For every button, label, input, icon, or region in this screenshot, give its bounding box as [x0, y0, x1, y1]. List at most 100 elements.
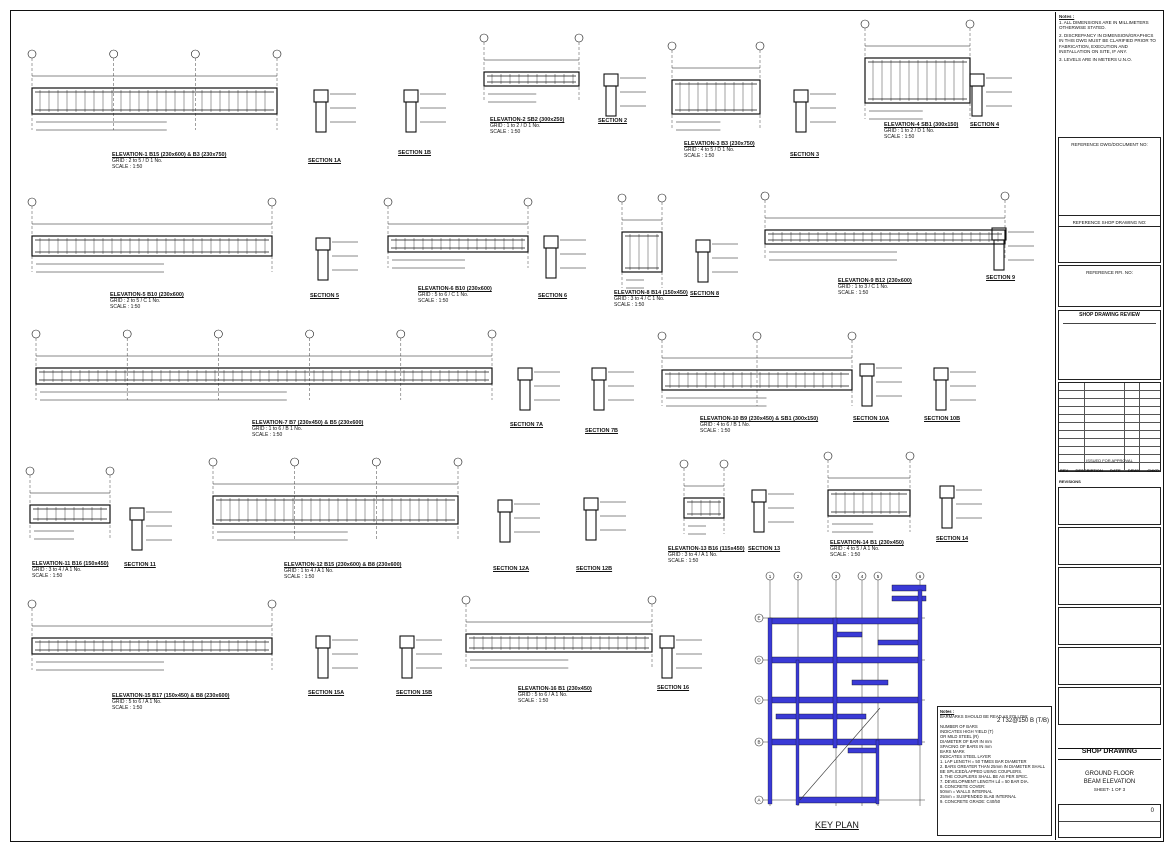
ref-rfi-label: REFERENCE RFI. NO: [1086, 270, 1133, 275]
key-plan-grid-bubble [857, 571, 867, 581]
elevation-label: ELEVATION-12 B15 (230x600) & B8 (230x600… [284, 562, 402, 580]
grid-bubble [290, 457, 299, 467]
key-plan-beam [797, 796, 879, 804]
section-web [861, 375, 873, 407]
key-plan-beam [769, 738, 921, 746]
section-label: SECTION 1B [398, 150, 432, 156]
elevation-title: ELEVATION-1 B15 (230x600) & B3 (230x750) [112, 152, 227, 158]
grid-bubble [27, 197, 37, 207]
section-label: SECTION 10B [924, 416, 961, 422]
grid-bubble [396, 329, 406, 339]
beam-outline [35, 367, 493, 385]
rev-header: DESCRIPTION [1075, 468, 1103, 473]
elevation-grid: GRID : 1 to 6 / B 1 No. [252, 426, 303, 432]
grid-bubble [305, 329, 314, 339]
elevation-grid: GRID : 3 to 4 / A 1 No. [32, 567, 82, 573]
section-flange [129, 507, 145, 521]
key-plan-grid-number: 3 [835, 574, 838, 579]
elevation-grid: GRID : 1 to 3 / C 1 No. [838, 284, 889, 290]
elevation-title: ELEVATION-9 B12 (230x600) [838, 278, 912, 284]
ref-rfi-box: REFERENCE RFI. NO: [1058, 265, 1161, 307]
beam-outline [29, 504, 111, 524]
section-flange [751, 489, 767, 503]
grid-bubble [647, 595, 657, 605]
drawing-title: GROUND FLOOR BEAM ELEVATION SHEET- 1 OF … [1058, 770, 1161, 794]
section-web [131, 519, 143, 551]
grid-bubble [1000, 191, 1010, 201]
rev-headers: REV DESCRIPTION DATE DRWN CHKD [1060, 468, 1159, 474]
elevation-grid: GRID : 4 to 5 / D 1 No. [684, 147, 735, 153]
drawing-frame [10, 10, 1164, 842]
elevation-label: ELEVATION-2 SB2 (300x250)GRID : 1 to 2 /… [490, 117, 564, 135]
legend-example: 2 T32@150 B (T/B) [996, 718, 1049, 724]
elevation-label: ELEVATION-4 SB1 (300x150)GRID : 1 to 2 /… [884, 122, 958, 140]
legend-line: BARMARKS SHOULD BE READ AS FOLLOW: [940, 714, 1029, 719]
section-flange [543, 235, 559, 249]
elevation-label: ELEVATION-13 B16 (115x450)GRID : 3 to 4 … [668, 546, 745, 564]
key-plan-grid-number: 2 [797, 574, 800, 579]
grid-bubble [487, 329, 497, 339]
beam-outline [465, 633, 653, 653]
key-plan-beam [891, 584, 927, 592]
elevation-title: ELEVATION-4 SB1 (300x150) [884, 122, 959, 128]
section-label: SECTION 1A [308, 158, 342, 164]
elevation-scale: SCALE : 1:50 [418, 298, 449, 304]
elevation-grid: GRID : 5 to 6 / C 1 No. [418, 292, 469, 298]
key-plan-grid-number: 1 [769, 574, 772, 579]
elevation-label: ELEVATION-10 B9 (230x450) & SB1 (300x150… [700, 416, 818, 434]
beam-outline [483, 71, 580, 87]
section-web [519, 379, 531, 411]
elevation-scale: SCALE : 1:50 [32, 573, 63, 579]
legend-line: 25mm = SUSPENDED SLAB INTERNAL [940, 794, 1017, 799]
beam-outline [764, 229, 1006, 245]
section-label: SECTION 10A [853, 416, 890, 422]
elevation-scale: SCALE : 1:50 [252, 432, 283, 438]
section-web [753, 501, 765, 533]
review-box: SHOP DRAWING REVIEW [1058, 310, 1161, 380]
section-label: SECTION 5 [310, 293, 340, 299]
section-label: SECTION 6 [538, 293, 568, 299]
stamp-box-1 [1058, 487, 1161, 525]
section-flange [315, 635, 331, 649]
elevation-title: ELEVATION-16 B1 (230x450) [518, 686, 592, 692]
section-label: SECTION 12B [576, 566, 613, 572]
section-label: SECTION 9 [986, 275, 1016, 281]
beam-outline [212, 495, 459, 525]
beam-outline [387, 235, 529, 253]
general-note: 3. LEVELS ARE IN METERS U.N.O. [1059, 56, 1133, 62]
grid-bubble [105, 466, 115, 476]
grid-bubble [847, 331, 857, 341]
key-plan-beam [775, 713, 867, 720]
section-web [971, 85, 983, 117]
elevation-scale: SCALE : 1:50 [838, 290, 869, 296]
rev-header: DATE [1110, 468, 1121, 473]
key-plan-grid-bubble [915, 571, 925, 581]
section-flange [793, 89, 809, 103]
elevation-title: ELEVATION-12 B15 (230x600) & B8 (230x600… [284, 562, 402, 568]
elevation-title: ELEVATION-10 B9 (230x450) & SB1 (300x150… [700, 416, 819, 422]
drawing-title-line: GROUND FLOOR [1084, 771, 1134, 777]
legend-line: 9. CONCRETE GRADE: C40/50 [940, 799, 1001, 804]
elevation-scale: SCALE : 1:50 [668, 558, 699, 564]
legend-line: BARS MARK [940, 749, 965, 754]
grid-bubble [479, 33, 489, 43]
elevation-grid: GRID : 4 to 5 / A 1 No. [830, 546, 880, 552]
stamp-box-6 [1058, 687, 1161, 725]
elevation-label: ELEVATION-14 B1 (230x450)GRID : 4 to 5 /… [830, 540, 904, 558]
rev-header: REV [1060, 468, 1069, 473]
rev-header: CHKD [1147, 468, 1159, 473]
grid-bubble [27, 599, 37, 609]
grid-bubble [657, 331, 667, 341]
grid-bubble [752, 331, 762, 341]
elevation-label: ELEVATION-1 B15 (230x600) & B3 (230x750)… [112, 152, 226, 170]
section-label: SECTION 8 [690, 291, 720, 297]
key-plan-grid-bubble [754, 795, 764, 805]
section-web [593, 379, 605, 411]
key-plan-grid-bubble [754, 613, 764, 623]
legend-line: SPACING OF BARS IN mm [940, 744, 992, 749]
general-notes-title: Notes : [1059, 14, 1075, 19]
section-flange [695, 239, 711, 253]
elevation-label: ELEVATION-3 B3 (230x750)GRID : 4 to 5 / … [684, 141, 755, 159]
grid-bubble [719, 459, 729, 469]
